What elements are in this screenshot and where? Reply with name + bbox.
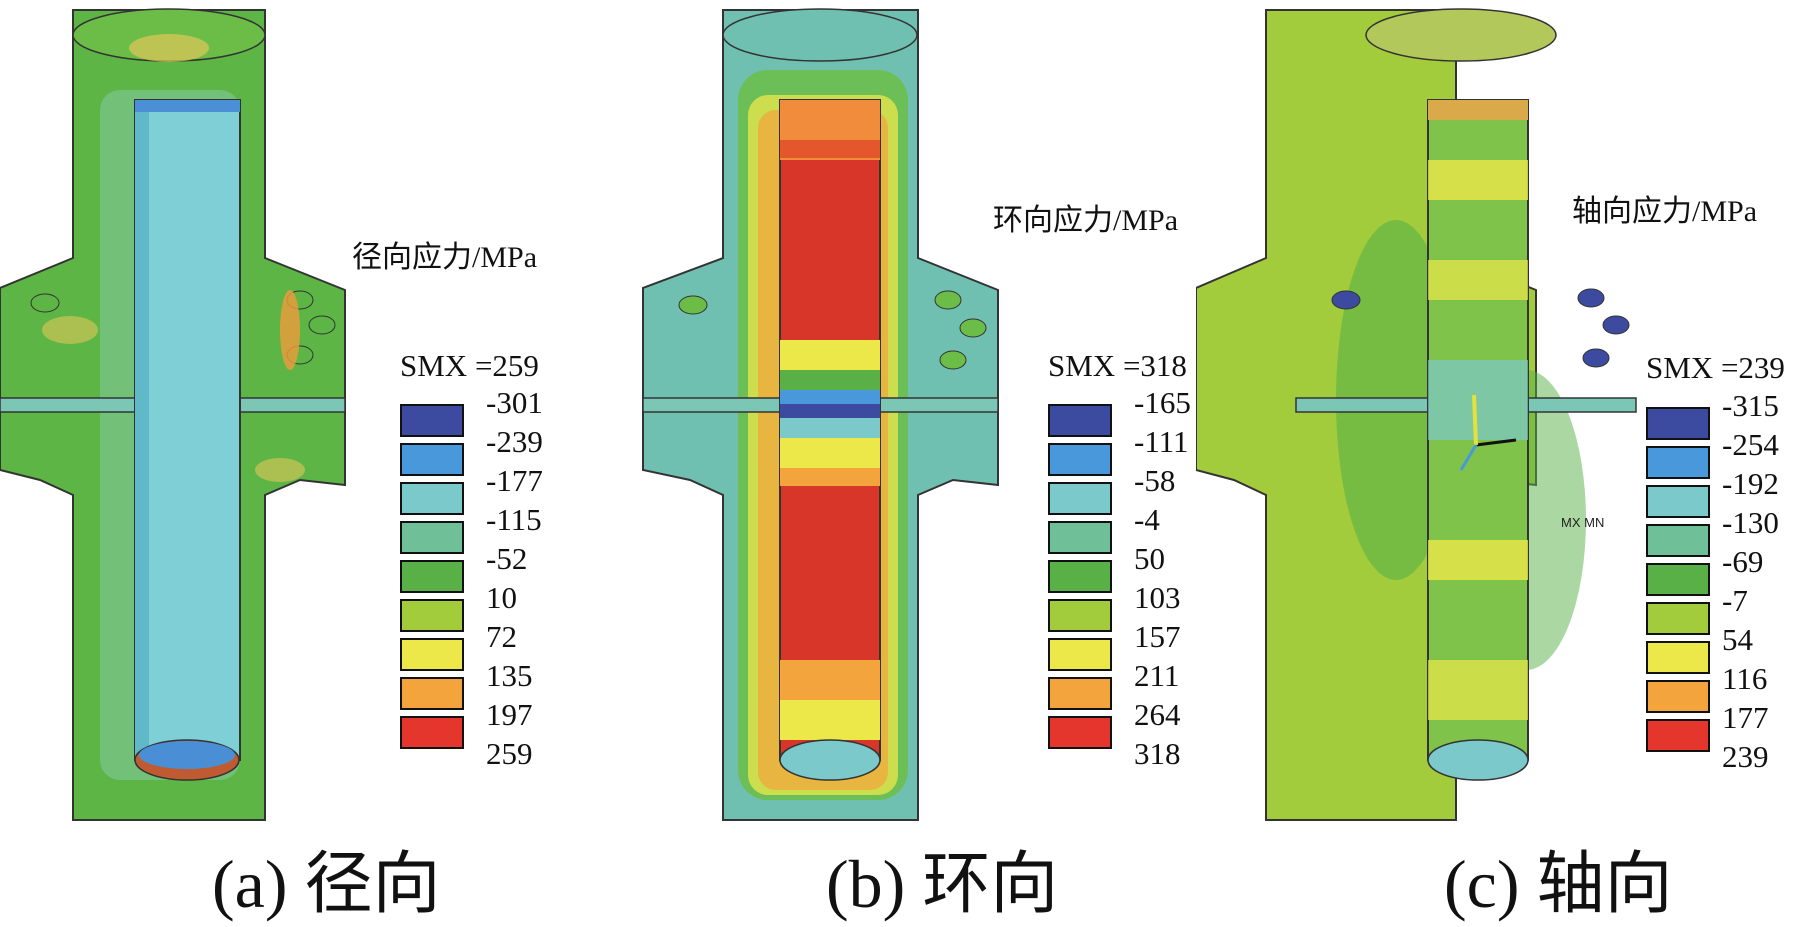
legend-swatch [1646, 719, 1710, 752]
legend-swatch [400, 638, 464, 671]
legend-tick: -111 [1134, 424, 1189, 459]
legend-tick: -239 [486, 424, 543, 459]
legend-tick: 116 [1722, 661, 1768, 696]
legend-swatch [1048, 560, 1112, 593]
legend-tick: -130 [1722, 505, 1779, 540]
legend-swatch [400, 677, 464, 710]
legend-tick: -4 [1134, 502, 1160, 537]
legend-swatch [1048, 443, 1112, 476]
legend-swatch [400, 599, 464, 632]
legend-tick: -165 [1134, 385, 1191, 420]
panel-caption: (b) 环向 [826, 846, 1059, 922]
bore-cylinder [134, 99, 241, 761]
hoop-stress-model [642, 8, 999, 821]
legend-tick: -301 [486, 385, 543, 420]
legend-swatch [400, 404, 464, 437]
legend-tick: 259 [486, 736, 533, 771]
smx-value: SMX =259 [400, 348, 539, 383]
legend-swatch [1048, 716, 1112, 749]
legend-title: 轴向应力/MPa [1572, 195, 1758, 228]
legend-swatch [400, 443, 464, 476]
legend-swatch [1048, 677, 1112, 710]
panel-caption: (c) 轴向 [1444, 846, 1673, 922]
legend-swatch [1646, 446, 1710, 479]
top-cap [1365, 8, 1557, 62]
panel-b-hoop: 环向应力/MPa SMX =318 -165 -111 -58 -4 50 10… [598, 0, 1196, 923]
legend-tick: 318 [1134, 736, 1181, 771]
smx-value: SMX =318 [1048, 348, 1187, 383]
legend-swatch [1048, 638, 1112, 671]
legend-title: 环向应力/MPa [993, 204, 1179, 237]
panel-a-radial: 径向应力/MPa SMX =259 -301 -239 -177 -115 -5… [0, 0, 598, 923]
legend-tick: -192 [1722, 466, 1779, 501]
legend-tick: 211 [1134, 658, 1180, 693]
legend-swatch [1048, 521, 1112, 554]
panel-caption: (a) 径向 [212, 846, 441, 922]
legend-swatch [1646, 602, 1710, 635]
legend-tick: -315 [1722, 388, 1779, 423]
legend-tick: 197 [486, 697, 533, 732]
legend-swatch [1646, 680, 1710, 713]
legend-tick: 177 [1722, 700, 1769, 735]
legend-tick: -69 [1722, 544, 1764, 579]
legend-swatch [1048, 482, 1112, 515]
legend-swatch [1646, 641, 1710, 674]
legend-tick: 239 [1722, 739, 1769, 774]
legend-swatch [1048, 599, 1112, 632]
radial-stress-model [0, 8, 346, 821]
legend-tick: -177 [486, 463, 543, 498]
legend-tick: 50 [1134, 541, 1165, 576]
legend-swatch [1646, 485, 1710, 518]
legend-tick: 264 [1134, 697, 1181, 732]
legend-swatch [400, 482, 464, 515]
panel-c-axial: MX MN 轴向应力/MPa SMX =239 -315 -254 -192 -… [1196, 0, 1794, 923]
legend-swatch [1646, 524, 1710, 557]
legend-tick: -58 [1134, 463, 1176, 498]
legend-tick: -7 [1722, 583, 1748, 618]
legend-swatch [1646, 563, 1710, 596]
legend-tick: -115 [486, 502, 542, 537]
legend-tick: 103 [1134, 580, 1181, 615]
legend-tick: 72 [486, 619, 517, 654]
smx-value: SMX =239 [1646, 350, 1785, 385]
legend-tick: -52 [486, 541, 528, 576]
legend-tick: 135 [486, 658, 533, 693]
legend-tick: -254 [1722, 427, 1779, 462]
legend-swatch [1646, 407, 1710, 440]
legend-title: 径向应力/MPa [352, 241, 538, 274]
legend-swatch [1048, 404, 1112, 437]
legend-swatch [400, 521, 464, 554]
max-min-marker: MX MN [1561, 515, 1605, 530]
legend-tick: 54 [1722, 622, 1753, 657]
legend-tick: 10 [486, 580, 517, 615]
legend-tick: 157 [1134, 619, 1181, 654]
legend-swatch [400, 716, 464, 749]
top-cap [722, 8, 918, 62]
axial-stress-model [1196, 8, 1637, 821]
legend-swatch [400, 560, 464, 593]
